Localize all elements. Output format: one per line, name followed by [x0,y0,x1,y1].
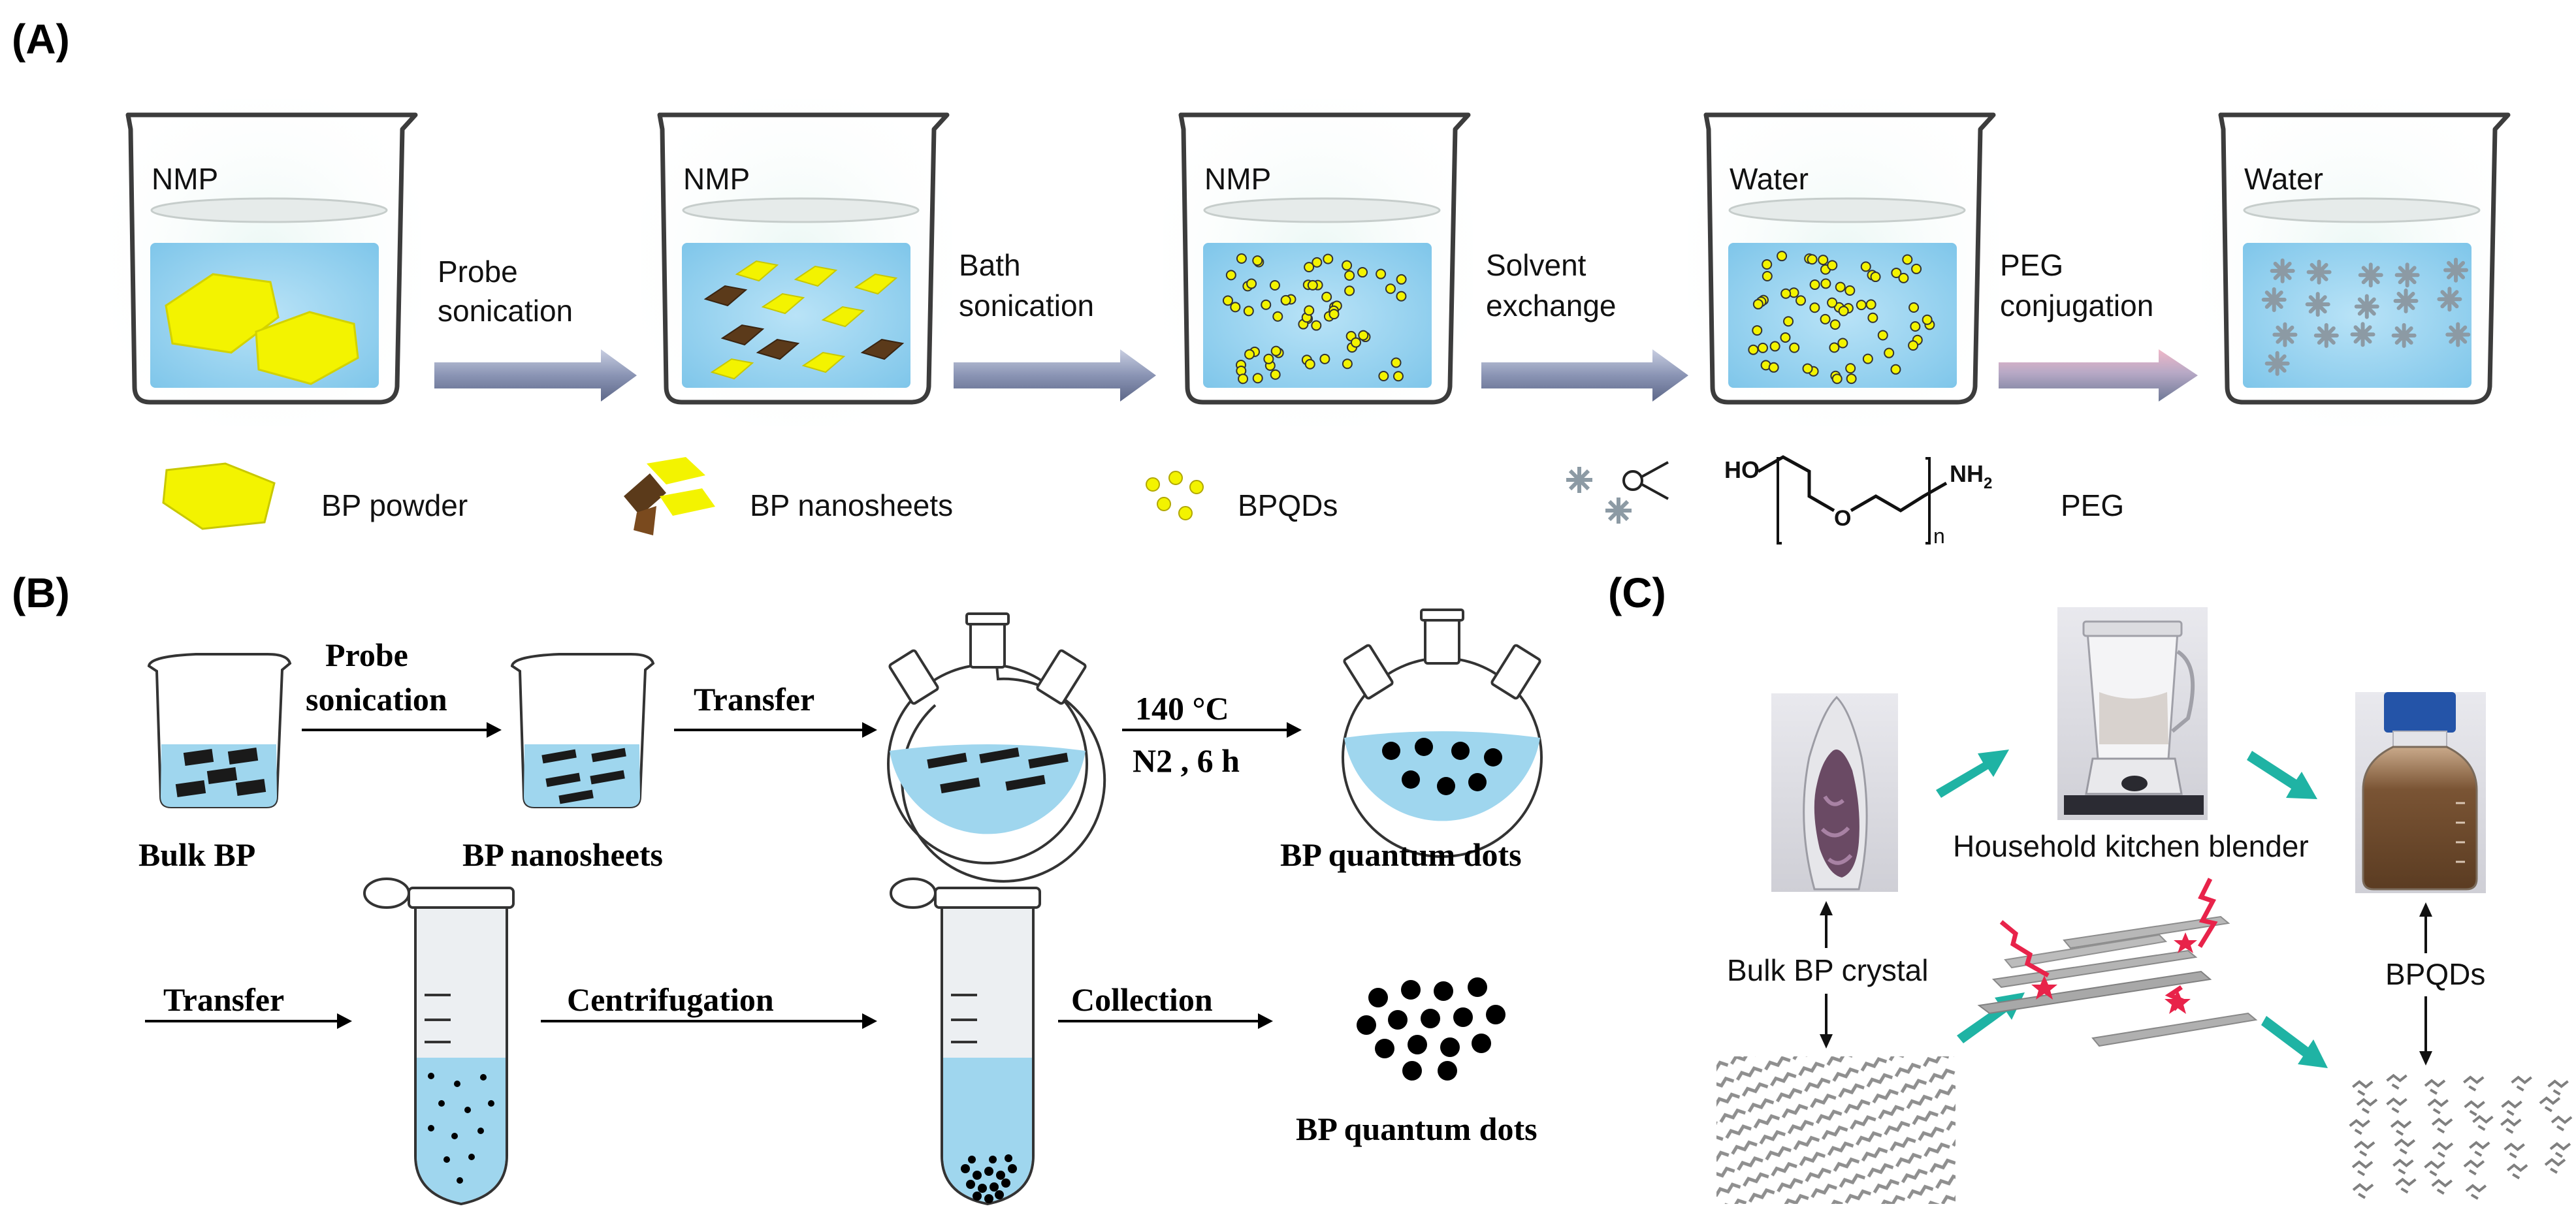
bp-powder-icon [162,462,276,530]
peg-formula-n: n [1933,524,1945,548]
beaker-5: Water [2202,99,2513,426]
peg-formula-ho: HO [1724,456,1760,483]
peg-bpqd-icon [1566,461,1669,524]
impact-star-icons [2031,932,2197,1014]
arrow-heating-label-1: 140 °C [1135,690,1229,727]
label-bp-quantum-dots-top: BP quantum dots [1280,836,1522,873]
panel-label-b: (B) [12,569,70,616]
step-label-3a: Solvent [1486,248,1586,282]
arrow-probe-sonication: Probe sonication [302,637,502,738]
bulk-bp-lattice [1716,1056,1956,1204]
bulk-bp-crystal-photo [1771,693,1898,892]
step-label-2b: sonication [959,289,1094,323]
beaker-bp-nanosheets: BP nanosheets [462,653,663,873]
beaker-solvent-label: Water [1730,162,1809,196]
centrifuge-tube-2 [890,877,1041,1206]
peg-formula-nh2: NH2 [1950,460,1992,492]
beaker-2: NMP [641,99,952,426]
exfoliating-sheets [1977,915,2258,1047]
bpqd-fragments [2349,1073,2573,1200]
peg-structure-formula: HO O n NH2 [1724,455,1992,548]
arrow-heating: 140 °C N2 , 6 h [1122,690,1302,779]
centrifuge-tube-1 [363,877,515,1206]
step-label-4b: conjugation [2000,289,2153,323]
beaker-4: Water [1688,99,1999,426]
peg-formula-o: O [1834,506,1851,531]
step-label-2a: Bath [959,248,1021,282]
bulk-bp-crystal-label: Bulk BP crystal [1727,953,1928,987]
arrow-centrifugation-label: Centrifugation [567,981,774,1018]
step-arrow-4: PEG conjugation [1999,248,2198,402]
beaker-solvent-label: NMP [683,162,750,196]
step-arrow-1: Probe sonication [434,255,637,402]
legend-bp-nanosheets-label: BP nanosheets [750,488,953,522]
teal-arrow-sheets-to-dots [2261,1016,2328,1068]
panel-a-beakers: NMP NMP NMP Water Water [110,99,2513,426]
arrow-transfer-1: Transfer [674,681,877,738]
beaker-liquid [1203,243,1432,388]
legend-bp-powder: BP powder [162,462,468,530]
arrow-collection-label: Collection [1071,981,1213,1018]
arrow-heating-label-2: N2 , 6 h [1133,742,1240,779]
beaker-solvent-label: Water [2244,162,2323,196]
arrow-transfer-label-1: Transfer [694,681,814,718]
arrow-probe-label-1: Probe [325,637,408,673]
beaker-solvent-label: NMP [152,162,218,196]
bpqds-bottle-photo [2355,692,2486,893]
panel-label-a: (A) [12,16,70,63]
step-label-1a: Probe [438,255,518,289]
bpqds-icon [1146,471,1204,520]
arrow-collection: Collection [1058,981,1273,1029]
beaker-solvent-label: NMP [1204,162,1271,196]
teal-arrow-to-blender [1936,750,2009,798]
flask-reaction-2: BP quantum dots [1280,608,1543,873]
step-label-3b: exchange [1486,289,1617,323]
panel-c: Household kitchen blender Bulk BP crysta… [1716,607,2573,1204]
legend-bp-powder-label: BP powder [321,488,468,522]
bp-quantum-dots-cluster [1357,977,1505,1081]
step-label-1b: sonication [438,294,573,328]
label-bp-quantum-dots-bottom: BP quantum dots [1296,1111,1538,1147]
kitchen-blender-photo: Household kitchen blender [1953,607,2309,863]
label-bulk-bp: Bulk BP [138,836,255,873]
arrow-transfer-label-2: Transfer [163,981,284,1018]
legend-peg-label: PEG [2061,488,2124,522]
teal-arrow-to-bottle [2247,751,2317,799]
label-bp-nanosheets: BP nanosheets [462,836,663,873]
beaker-liquid [2243,243,2471,388]
step-arrow-3: Solvent exchange [1481,248,1688,402]
beaker-3: NMP [1163,99,1473,426]
legend-peg: HO O n NH2 PEG [1566,455,2124,548]
arrow-centrifugation: Centrifugation [541,981,877,1029]
arrow-probe-label-2: sonication [306,681,447,718]
panel-b: Bulk BP Probe sonication BP nanosheets T… [138,608,1543,1206]
flask-reaction-1 [887,612,1106,883]
beaker-liquid [682,243,910,388]
legend-bpqds: BPQDs [1146,471,1338,522]
beaker-bulk-bp: Bulk BP [138,653,292,873]
legend-bp-nanosheets: BP nanosheets [624,457,953,535]
arrow-transfer-2: Transfer [145,981,352,1029]
step-arrow-2: Bath sonication [954,248,1156,402]
bp-nanosheets-icon [624,457,715,535]
panel-a: NMP NMP NMP Water Water Probe sonication Bat… [110,99,2513,548]
beaker-1: NMP [110,99,421,426]
legend-bpqds-label: BPQDs [1238,488,1338,522]
blender-label: Household kitchen blender [1953,829,2309,863]
bpqds-label: BPQDs [2385,957,2485,991]
step-label-4a: PEG [2000,248,2063,282]
panel-label-c: (C) [1608,569,1666,616]
